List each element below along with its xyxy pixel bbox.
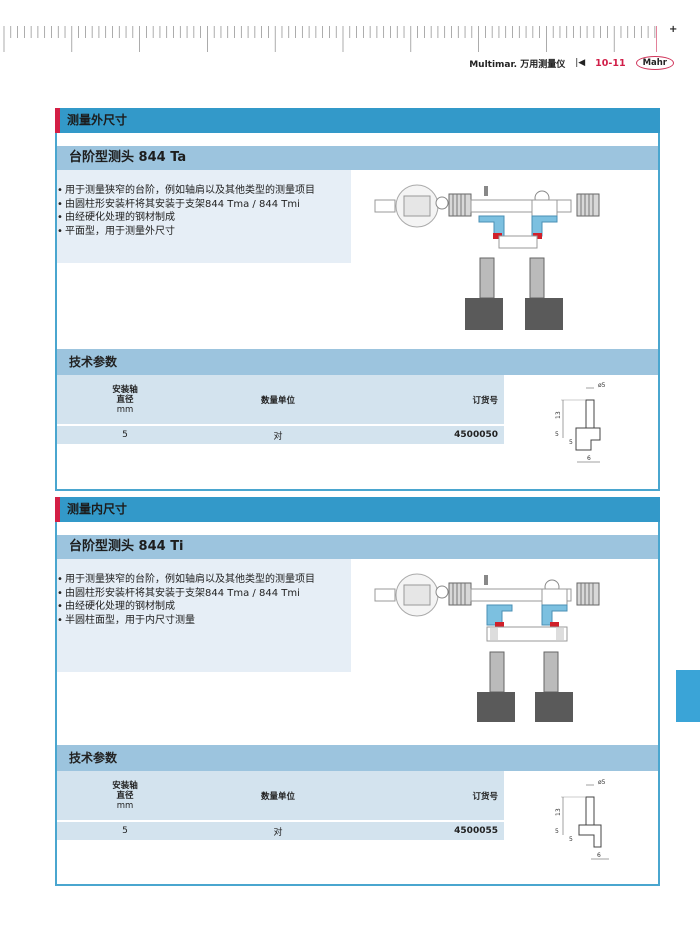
section-external: 测量外尺寸 台阶型测头 844 Ta 用于测量狭窄的台阶，例如轴肩以及其他类型的… xyxy=(55,108,660,491)
back-arrow-icon: |◀ xyxy=(575,58,586,68)
header-unit: mm xyxy=(116,404,134,415)
col-diameter: 安装轴 直径 mm xyxy=(57,781,193,811)
svg-text:5: 5 xyxy=(569,836,573,843)
cell-unit: 对 xyxy=(273,431,283,442)
svg-text:6: 6 xyxy=(587,455,591,462)
crop-mark-line xyxy=(656,26,657,52)
header-text: 安装轴 xyxy=(112,780,138,791)
tech-specs-title: 技术参数 xyxy=(57,745,658,771)
spec-table: 安装轴 直径 mm 数量单位 订货号 5 对 4500055 xyxy=(57,771,504,840)
spec-table: 安装轴 直径 mm 数量单位 订货号 5 对 4500050 xyxy=(57,375,504,444)
registration-mark-icon: + xyxy=(669,24,678,35)
svg-text:ø5: ø5 xyxy=(598,779,606,786)
product-illustration xyxy=(374,184,600,330)
page-ruler xyxy=(3,26,656,52)
product-description: 用于测量狭窄的台阶，例如轴肩以及其他类型的测量项目 由圆柱形安装杆将其安装于支架… xyxy=(57,559,351,672)
col-order-no: 订货号 xyxy=(472,791,498,802)
tech-specs-title: 技术参数 xyxy=(57,349,658,375)
header-unit: mm xyxy=(116,800,134,811)
section-red-marker xyxy=(55,108,60,133)
brand-logo: Mahr xyxy=(635,56,674,70)
section-red-marker xyxy=(55,497,60,522)
dimension-drawing: 13 5 5 ø5 6 xyxy=(555,382,606,463)
book-title: Multimar. 万用测量仪 xyxy=(469,59,566,70)
table-header: 安装轴 直径 mm 数量单位 订货号 xyxy=(57,771,504,820)
table-row: 5 对 4500050 xyxy=(57,426,504,444)
bullet-item: 用于测量狭窄的台阶，例如轴肩以及其他类型的测量项目 xyxy=(57,573,345,587)
header-text: 直径 xyxy=(116,790,134,801)
cell-diameter: 5 xyxy=(122,826,128,836)
svg-text:6: 6 xyxy=(597,852,601,859)
svg-text:13: 13 xyxy=(555,808,562,816)
bullet-item: 平面型，用于测量外尺寸 xyxy=(57,225,345,239)
section-internal: 测量内尺寸 台阶型测头 844 Ti 用于测量狭窄的台阶，例如轴肩以及其他类型的… xyxy=(55,497,660,886)
chapter-tab-marker xyxy=(676,670,700,722)
col-unit: 数量单位 xyxy=(260,791,295,802)
section-title: 测量外尺寸 xyxy=(55,108,660,133)
svg-text:5: 5 xyxy=(555,431,559,438)
bullet-item: 用于测量狭窄的台阶，例如轴肩以及其他类型的测量项目 xyxy=(57,184,345,198)
page-number: 10-11 xyxy=(595,57,626,69)
svg-text:ø5: ø5 xyxy=(598,382,606,389)
product-title: 台阶型测头 844 Ta xyxy=(57,146,658,170)
header-text: 安装轴 xyxy=(112,384,138,395)
bullet-item: 由经硬化处理的钢材制成 xyxy=(57,600,345,614)
section-title-text: 测量外尺寸 xyxy=(67,113,128,127)
bullet-item: 半圆柱面型，用于内尺寸测量 xyxy=(57,614,345,628)
cell-unit: 对 xyxy=(273,827,283,838)
cell-order-no: 4500055 xyxy=(454,826,498,836)
product-description: 用于测量狭窄的台阶，例如轴肩以及其他类型的测量项目 由圆柱形安装杆将其安装于支架… xyxy=(57,170,351,263)
cell-diameter: 5 xyxy=(122,430,128,440)
col-diameter: 安装轴 直径 mm xyxy=(57,385,193,415)
table-header: 安装轴 直径 mm 数量单位 订货号 xyxy=(57,375,504,424)
col-order-no: 订货号 xyxy=(472,395,498,406)
bullet-item: 由圆柱形安装杆将其安装于支架844 Tma / 844 Tmi xyxy=(57,587,345,601)
product-title: 台阶型测头 844 Ti xyxy=(57,535,658,559)
header-text: 直径 xyxy=(116,394,134,405)
col-unit: 数量单位 xyxy=(260,395,295,406)
svg-text:5: 5 xyxy=(569,439,573,446)
bullet-item: 由经硬化处理的钢材制成 xyxy=(57,211,345,225)
product-illustration xyxy=(374,573,600,722)
svg-text:5: 5 xyxy=(555,828,559,835)
table-row: 5 对 4500055 xyxy=(57,822,504,840)
section-title-text: 测量内尺寸 xyxy=(67,502,128,516)
dimension-drawing: 13 5 5 ø5 6 xyxy=(555,779,609,860)
page-header: Multimar. 万用测量仪 |◀ 10-11 Mahr xyxy=(469,56,674,70)
cell-order-no: 4500050 xyxy=(454,430,498,440)
bullet-item: 由圆柱形安装杆将其安装于支架844 Tma / 844 Tmi xyxy=(57,198,345,212)
svg-text:13: 13 xyxy=(555,411,562,419)
section-title: 测量内尺寸 xyxy=(55,497,660,522)
